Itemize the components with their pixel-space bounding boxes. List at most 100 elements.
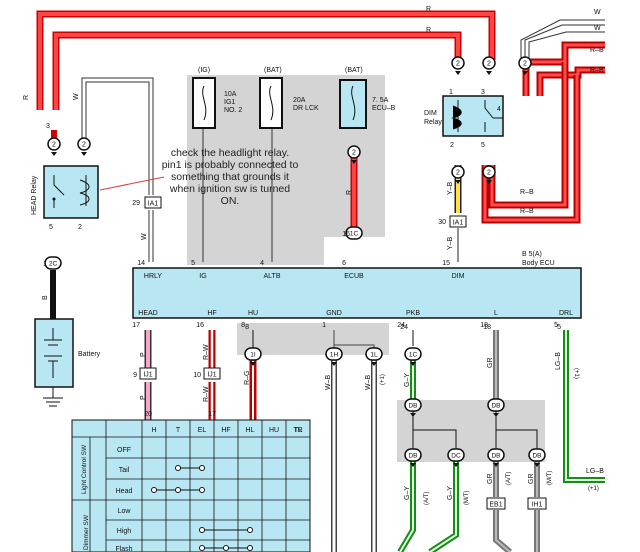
diagram-label: 1: [322, 322, 326, 329]
diagram-label: GR: [487, 474, 494, 485]
diagram-label: (+1): [573, 368, 579, 379]
connector-ih1: IH1: [527, 497, 547, 510]
diagram-label: NO. 2: [224, 107, 242, 114]
diagram-label: 7. 5A: [372, 97, 389, 104]
connector-ia1: IA1: [144, 196, 162, 209]
connector-code: IJ1: [143, 372, 152, 379]
diagram-label: DIM: [452, 273, 465, 280]
diagram-label: W: [141, 233, 148, 240]
diagram-label: (A/T): [424, 492, 430, 505]
diagram-label: HU: [248, 310, 258, 317]
diagram-label: (+1): [380, 374, 386, 385]
diagram-label: Flash: [115, 546, 132, 552]
connector-pin-number: 2: [523, 61, 527, 68]
diagram-label: 24: [397, 322, 405, 329]
diagram-label: IG1: [224, 99, 235, 106]
diagram-label: TR: [293, 427, 302, 434]
pin-2-ecub: 2: [347, 145, 361, 164]
diagram-label: HRLY: [144, 273, 162, 280]
diagram-label: GR: [487, 358, 494, 369]
fuse-ecub: [339, 79, 367, 129]
diagram-label: Y–B: [447, 181, 454, 195]
diagram-label: Low: [118, 508, 132, 515]
diagram-label: L: [494, 310, 498, 317]
diagram-label: 18: [483, 324, 491, 331]
diagram-label: 2: [450, 142, 454, 149]
diagram-label: 10A: [224, 91, 237, 98]
connector-pill-label: DB: [408, 403, 417, 410]
switch-connections: [151, 465, 253, 551]
diagram-label: 8: [241, 322, 245, 329]
junction-shade: [397, 400, 545, 462]
pin-2-dim-left: 2: [451, 56, 465, 75]
diagram-label: ECUB: [344, 273, 364, 280]
annotation-note: check the headlight relay. pin1 is proba…: [161, 147, 299, 207]
connector-pill-label: DB: [491, 403, 500, 410]
switch-grid: [72, 420, 310, 552]
connector-dc: DC: [447, 448, 465, 462]
connector-ij1-hf: IJ1: [203, 367, 221, 380]
diagram-label: W–B: [325, 375, 332, 391]
connector-db-3: DB: [404, 448, 422, 462]
diagram-label: 1: [43, 261, 47, 268]
diagram-label: (M/T): [464, 491, 470, 505]
diagram-label: HF: [207, 310, 216, 317]
diagram-label: P: [140, 395, 147, 400]
pin-2-dim-bottom2: 2: [482, 165, 496, 184]
connector-code: EB1: [489, 502, 502, 509]
diagram-label: HL: [246, 427, 255, 434]
diagram-label: Head: [116, 488, 133, 495]
connector-pin-number: 2: [456, 170, 460, 177]
diagram-label: HU: [269, 427, 279, 434]
diagram-label: 5: [557, 324, 561, 331]
diagram-label: G–Y: [447, 486, 454, 500]
diagram-label: Dimmer SW: [83, 514, 90, 550]
connector-pill-label: 1H: [330, 352, 339, 359]
diagram-label: 5: [554, 322, 558, 329]
diagram-label: LG–B: [555, 352, 562, 370]
diagram-label: B: [42, 295, 49, 300]
connector-pill-label: DB: [491, 453, 500, 460]
connectors: 2222222281817511131514111C2C1I1H1L1CDBDB…: [44, 56, 547, 510]
connector-pill-label: 1C: [350, 231, 359, 238]
diagram-label: DRL: [559, 310, 573, 317]
diagram-label: EL: [198, 427, 207, 434]
connector-pill-label: 1L: [370, 352, 378, 359]
connector-db-1: DB: [404, 398, 422, 412]
connector-pill-label: DB: [532, 453, 541, 460]
ground-shade: [237, 323, 389, 355]
diagram-label: (M/T): [547, 471, 553, 485]
diagram-label: W: [594, 9, 601, 16]
diagram-label: 5: [49, 224, 53, 231]
pin-2-w: 2: [77, 137, 91, 156]
diagram-label: 18: [480, 322, 488, 329]
diagram-label: 5: [191, 260, 195, 267]
diagram-label: Battery: [78, 351, 101, 358]
diagram-label: R: [426, 6, 431, 13]
fuse-ig1: [192, 77, 216, 129]
diagram-label: (BAT): [345, 67, 363, 74]
diagram-label: 6: [342, 260, 346, 267]
red-harness: [36, 10, 605, 228]
diagram-label: (A/T): [506, 472, 512, 485]
diagram-label: R: [346, 190, 353, 195]
connector-pill-label: DB: [408, 453, 417, 460]
diagram-label: 10: [193, 372, 201, 379]
connector-pill-label: DC: [451, 453, 461, 460]
fuse-drlck: [259, 77, 283, 129]
connector-code: IA1: [453, 220, 464, 227]
connector-db-6: DB: [528, 448, 546, 462]
diagram-label: 9: [133, 372, 137, 379]
battery: [34, 318, 74, 388]
switch-table: [71, 419, 311, 552]
diagram-label: HEAD: [138, 310, 157, 317]
diagram-label: 4: [497, 106, 501, 113]
connector-pin-number: 2: [487, 170, 491, 177]
pin-2-dim-bottom: 2: [451, 165, 465, 184]
diagram-label: R–W: [203, 344, 210, 360]
diagram-label: IG: [199, 273, 206, 280]
diagram-label: B 5(A): [522, 251, 542, 258]
connector-pill-label: 1I: [250, 352, 256, 359]
